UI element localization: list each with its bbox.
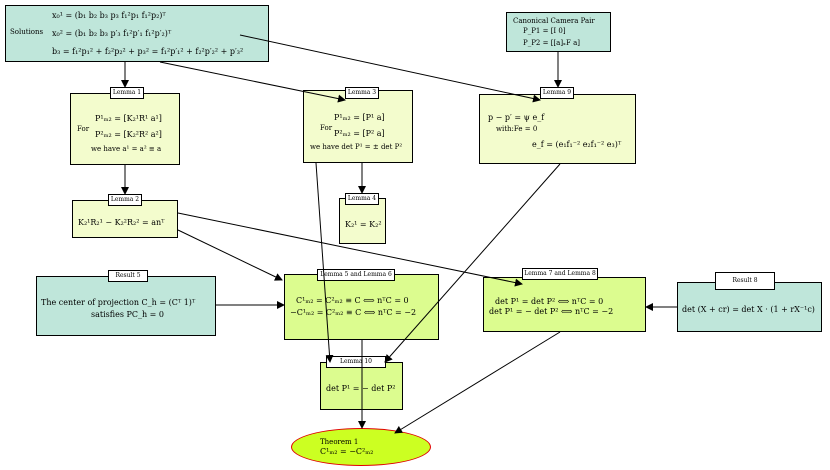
theorem-1-node: Theorem 1 C¹ₘ₂ = −C²ₘ₂ (291, 428, 431, 466)
solutions-node: Solutions x₀¹ = (b₁ b₂ b₃ p₃ f₁²p₁ f₁²p₂… (5, 5, 269, 62)
canonical-eq1: P_P1 = [I 0] (523, 27, 566, 35)
result-8-node: det (X + cr) = det X · (1 + rX⁻¹c) (677, 282, 822, 332)
canonical-camera-pair-node: Canonical Camera Pair P_P1 = [I 0] P_P2 … (506, 12, 611, 52)
result-5-line1: The center of projection C_h = (Cᵀ 1)ᵀ (41, 298, 196, 307)
lemma-1-for: For (77, 125, 90, 133)
lemma-10-eq: det P¹ = − det P² (326, 384, 396, 393)
solutions-eq3: b₃ = f₁²p₁² + f₂²p₂² + p₃² = f₁²p′₁² + f… (52, 47, 244, 56)
solutions-label: Solutions (10, 28, 44, 36)
lemma-4-eq: K₂¹ = K₂² (345, 220, 382, 229)
lemma-7-8-node: det P¹ = det P² ⟺ nᵀC = 0 det P¹ = − det… (483, 277, 646, 332)
lemma-5-6-node: C¹ₘ₂ = C²ₘ₂ ≡ C ⟺ nᵀC = 0 −C¹ₘ₂ = C²ₘ₂ ≡… (284, 274, 439, 340)
result-8-eq: det (X + cr) = det X · (1 + rX⁻¹c) (682, 305, 815, 314)
lemma-9-node: p − p′ = ψ e_f with:Fe = 0 e_f = (e₁f₁⁻²… (479, 94, 636, 164)
lemma-3-label: Lemma 3 (345, 87, 379, 99)
lemma-3-node: For P¹ₘ₂ = [P¹ a] P²ₘ₂ = [P² a] we have … (303, 90, 413, 163)
lemma-3-eq2: P²ₘ₂ = [P² a] (334, 129, 385, 138)
lemma-9-eq2: with:Fe = 0 (496, 125, 538, 133)
arrow-lemma2-to-lemma56 (177, 229, 283, 281)
result-8-label: Result 8 (715, 272, 775, 290)
lemma-4-node: K₂¹ = K₂² (339, 198, 386, 244)
result-5-node: The center of projection C_h = (Cᵀ 1)ᵀ s… (36, 276, 216, 336)
arrow-solutions-to-lemma3 (159, 61, 346, 103)
canonical-eq2: P_P2 = [[a]ₓF a] (523, 39, 581, 47)
arrow-lemma2-to-lemma78 (177, 212, 523, 287)
result-5-line2: satisfies PC_h = 0 (91, 310, 165, 319)
lemma-1-node: For P¹ₘ₂ = [K₂¹R¹ a¹] P²ₘ₂ = [K₂²R² a²] … (70, 93, 180, 165)
canonical-title: Canonical Camera Pair (513, 17, 595, 25)
solutions-eq2: x₀² = (b₁ b₂ b₃ p′₃ f₁²p′₁ f₁²p′₂)ᵀ (52, 29, 172, 38)
lemma-3-conclusion: we have det P¹ = ± det P² (310, 143, 403, 151)
lemma-2-eq: K₂¹R₂¹ − K₂²R₂² = anᵀ (78, 218, 165, 227)
lemma-2-label: Lemma 2 (108, 194, 142, 206)
lemma-1-label: Lemma 1 (110, 87, 144, 99)
theorem-1-label: Theorem 1 (320, 438, 359, 446)
lemma-1-conclusion: we have a¹ = a² ≡ a (91, 145, 162, 153)
lemma-7-8-eq2: det P¹ = − det P² ⟺ nᵀC = −2 (489, 307, 614, 316)
lemma-1-eq2: P²ₘ₂ = [K₂²R² a²] (95, 130, 162, 139)
lemma-9-label: Lemma 9 (540, 87, 574, 99)
lemma-1-eq1: P¹ₘ₂ = [K₂¹R¹ a¹] (95, 114, 162, 123)
arrow-lemma9-to-lemma10 (384, 163, 561, 363)
lemma-5-6-eq2: −C¹ₘ₂ = C²ₘ₂ ≡ C ⟺ nᵀC = −2 (290, 308, 417, 317)
theorem-1-eq: C¹ₘ₂ = −C²ₘ₂ (320, 447, 374, 456)
result-5-label: Result 5 (108, 270, 148, 282)
lemma-9-eq1: p − p′ = ψ e_f (488, 113, 545, 122)
lemma-5-6-label: Lemma 5 and Lemma 6 (317, 269, 395, 281)
lemma-5-6-eq1: C¹ₘ₂ = C²ₘ₂ ≡ C ⟺ nᵀC = 0 (296, 296, 409, 305)
lemma-3-eq1: P¹ₘ₂ = [P¹ a] (334, 113, 385, 122)
lemma-3-for: For (320, 124, 333, 132)
arrow-solutions-to-lemma9 (239, 34, 541, 103)
arrow-lemma3-to-lemma10 (315, 162, 334, 363)
solutions-eq1: x₀¹ = (b₁ b₂ b₃ p₃ f₁²p₁ f₁²p₂)ᵀ (52, 11, 166, 20)
arrow-lemma78-to-theorem1 (394, 331, 561, 434)
lemma-7-8-label: Lemma 7 and Lemma 8 (522, 268, 598, 280)
lemma-7-8-eq1: det P¹ = det P² ⟺ nᵀC = 0 (495, 297, 604, 306)
lemma-9-eq3: e_f = (e₁f₁⁻² e₂f₁⁻² e₃)ᵀ (532, 140, 622, 149)
